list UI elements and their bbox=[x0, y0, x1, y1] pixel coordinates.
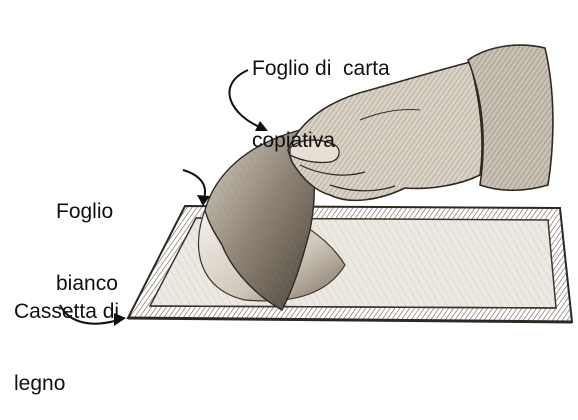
label-wooden-box: Cassetta di legno bbox=[14, 252, 119, 420]
wooden-box bbox=[128, 206, 572, 322]
label-carbon-paper-line2: copiativa bbox=[252, 129, 390, 153]
label-carbon-paper-line1: Foglio di carta bbox=[252, 57, 390, 81]
label-wooden-box-line1: Cassetta di bbox=[14, 300, 119, 324]
arrow-white-sheet bbox=[183, 170, 210, 206]
label-wooden-box-line2: legno bbox=[14, 372, 119, 396]
label-white-sheet-line1: Foglio bbox=[56, 200, 118, 224]
label-carbon-paper: Foglio di carta copiativa bbox=[252, 9, 390, 177]
